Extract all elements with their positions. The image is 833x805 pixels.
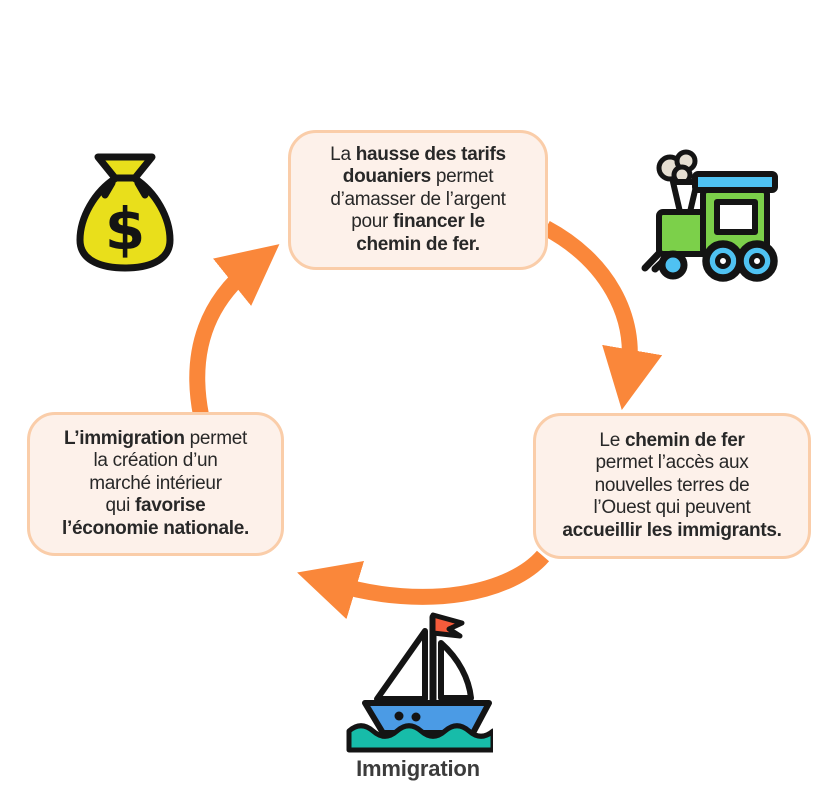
hull bbox=[362, 700, 492, 736]
sail-right bbox=[438, 640, 474, 701]
arrow-right-to-bottom-icon bbox=[297, 550, 550, 620]
sailboat-icon: Immigration bbox=[343, 603, 493, 782]
dollar-sign: $ bbox=[105, 195, 145, 263]
train-wheel bbox=[736, 240, 778, 282]
train-wheel bbox=[702, 240, 744, 282]
money-bag-icon: $ bbox=[72, 150, 178, 274]
immigration-label: Immigration bbox=[356, 756, 480, 781]
flag bbox=[430, 612, 465, 639]
smoke-puff bbox=[656, 149, 698, 186]
arrow-left-to-top-icon bbox=[189, 244, 280, 417]
water bbox=[346, 723, 493, 753]
sail-left bbox=[374, 628, 428, 702]
arrow-top-to-right-icon bbox=[542, 220, 663, 410]
train-icon bbox=[633, 148, 785, 286]
